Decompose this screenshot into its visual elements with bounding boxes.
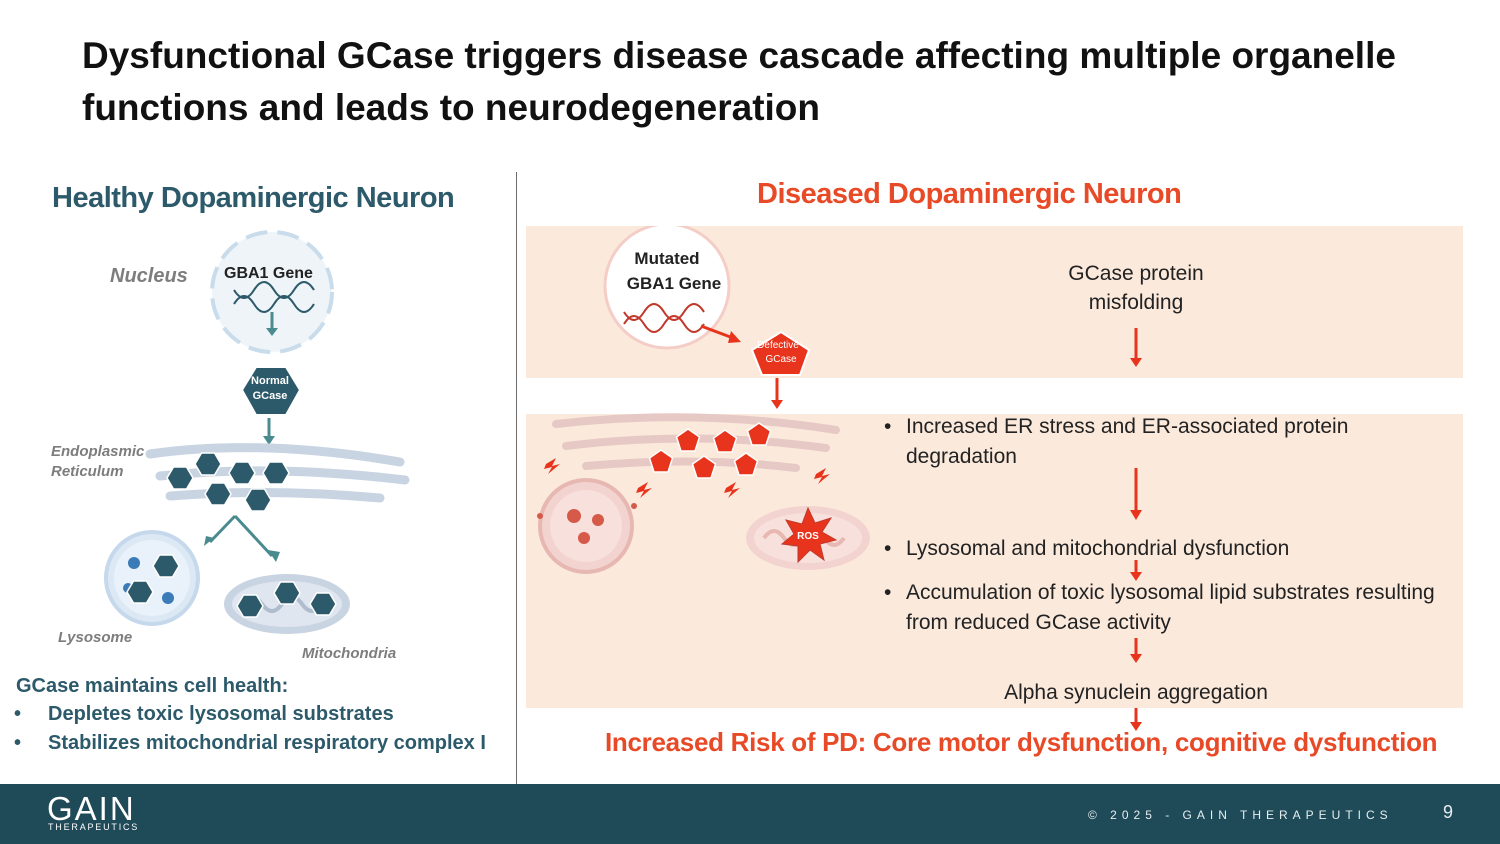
nucleus [210,230,334,354]
mitochondria-label: Mitochondria [302,645,396,662]
healthy-diagram: Nucleus GBA1 Gene Normal GCase Endoplasm… [51,230,410,662]
mutated-dna-icon [623,303,705,333]
maintains-item: • Depletes toxic lysosomal substrates [14,703,394,726]
mutated-gene-label-1: Mutated [634,249,699,268]
maintains-item-text: Stabilizes mitochondrial respiratory com… [48,732,486,754]
misfolding-step: GCase protein misfolding [1000,259,1272,317]
nucleus-label: Nucleus [110,265,188,287]
bullet-dot: • [884,581,892,604]
arrow-gene-to-defective [700,324,734,340]
cascade-bullet-text: Lysosomal and mitochondrial dysfunction [906,537,1290,560]
copyright: © 2025 - GAIN THERAPEUTICS [1088,808,1393,822]
maintains-title: GCase maintains cell health: [16,675,289,697]
damaged-lysosome [537,478,637,574]
er-label-1: Endoplasmic [51,443,145,460]
cascade-arrows [1130,328,1142,731]
bullet-dot: • [14,703,22,725]
cascade-bullet: • Lysosomal and mitochondrial dysfunctio… [884,534,1436,564]
gene-label: GBA1 Gene [224,265,313,282]
slide-title: Dysfunctional GCase triggers disease cas… [82,35,1396,128]
bullet-dot: • [884,537,892,560]
lysosome-label: Lysosome [58,629,132,646]
diseased-heading: Diseased Dopaminergic Neuron [757,178,1182,210]
footer-bar [0,784,1500,844]
defective-gcase-pentagon [750,330,811,376]
vertical-divider [516,172,517,784]
maintains-item-text: Depletes toxic lysosomal substrates [48,703,394,725]
cascade-bullet-text: Accumulation of toxic lysosomal lipid su… [906,581,1435,634]
page-number: 9 [1443,802,1454,822]
dna-icon [233,281,315,313]
bullet-dot: • [14,732,22,754]
company-logo-sub: THERAPEUTICS [48,822,140,832]
cascade-bullet: • Increased ER stress and ER-associated … [884,412,1436,472]
cascade-bullet-text: Increased ER stress and ER-associated pr… [906,415,1349,468]
misfolding-line-1: GCase protein [1068,262,1204,285]
ros-label: ROS [797,531,819,542]
mutated-gene-label-2: GBA1 Gene [627,274,721,293]
mutated-nucleus [603,226,731,350]
normal-gcase-label-2: GCase [253,390,288,402]
risk-statement: Increased Risk of PD: Core motor dysfunc… [605,727,1438,757]
company-logo: GAIN [47,790,136,827]
diseased-diagram: Mutated GBA1 Gene Defective GCase ROS [537,226,870,574]
defective-gcase-label-2: GCase [765,354,797,365]
maintains-item: • Stabilizes mitochondrial respiratory c… [14,732,486,755]
arrow-split [208,514,274,558]
defective-gcase-label-1: Defective [757,340,799,351]
er-label-2: Reticulum [51,463,124,480]
lysosome [104,530,200,626]
normal-gcase-label-1: Normal [251,375,289,387]
aggregation-step: Alpha synuclein aggregation [1004,681,1268,704]
healthy-heading: Healthy Dopaminergic Neuron [52,182,455,214]
bullet-dot: • [884,415,892,438]
misfolding-line-2: misfolding [1088,291,1184,314]
normal-gcase-hexagon [240,366,302,416]
ros-burst-icon [780,506,838,564]
cascade-bullet: • Accumulation of toxic lysosomal lipid … [884,578,1436,638]
